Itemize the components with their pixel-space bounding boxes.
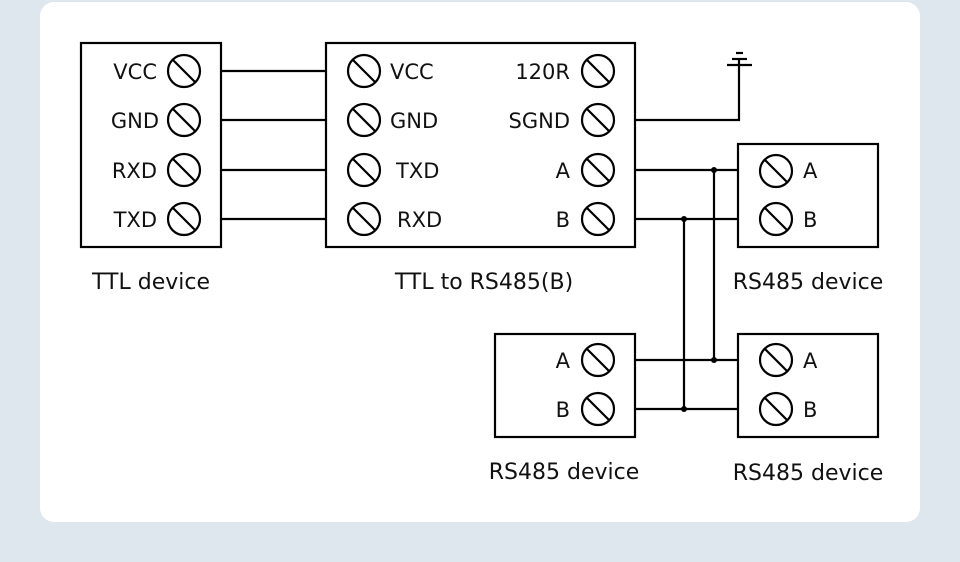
rs485-terminal-label: B (803, 398, 817, 422)
rs485-device-box (736, 332, 880, 439)
junction-dot (681, 406, 687, 412)
converter-caption: TTL to RS485(B) (394, 270, 573, 295)
converter-left-label: VCC (390, 60, 434, 84)
rs485-terminal-label: B (803, 208, 817, 232)
screw-terminal-icon (758, 153, 794, 189)
screw-terminal-icon (580, 53, 616, 89)
screw-terminal-icon (580, 102, 616, 138)
converter-left-label: TXD (395, 159, 439, 183)
wire-sgnd-ground (635, 60, 741, 122)
converter-left-label: RXD (397, 208, 442, 232)
wires (221, 60, 741, 411)
screw-terminal-icon (346, 102, 382, 138)
ttl-terminal-label: TXD (113, 208, 157, 232)
rs485-device-bottom-middle: A B RS485 device (489, 332, 640, 485)
screw-terminal-icon (580, 391, 616, 427)
converter-device: VCC GND TXD RXD 120R SGND A B TTL to RS4… (324, 41, 637, 295)
rs485-terminal-label: A (803, 159, 818, 183)
junction-dot (711, 167, 717, 173)
screw-terminal-icon (580, 342, 616, 378)
converter-right-label: B (556, 208, 570, 232)
rs485-device-box (736, 142, 880, 249)
ttl-terminal-label: RXD (112, 159, 157, 183)
ttl-device-caption: TTL device (91, 270, 210, 295)
rs485-device-bottom-right: A B RS485 device (733, 332, 884, 486)
screw-terminal-icon (758, 201, 794, 237)
screw-terminal-icon (166, 152, 202, 188)
rs485-terminal-label: A (556, 349, 571, 373)
rs485-device-top-right: A B RS485 device (733, 142, 884, 295)
ttl-terminal-label: GND (111, 109, 159, 133)
junction-dot (711, 357, 717, 363)
screw-terminal-icon (166, 102, 202, 138)
converter-right-label: SGND (509, 109, 570, 133)
screw-terminal-icon (580, 152, 616, 188)
screw-terminal-icon (346, 152, 382, 188)
screw-terminal-icon (346, 53, 382, 89)
diagram-card (40, 2, 920, 522)
ttl-terminal-label: VCC (113, 60, 157, 84)
screw-terminal-icon (758, 342, 794, 378)
converter-right-label: 120R (515, 60, 570, 84)
converter-left-label: GND (390, 109, 438, 133)
rs485-terminal-label: B (556, 398, 570, 422)
ttl-device: VCC GND RXD TXD TTL device (79, 41, 223, 295)
screw-terminal-icon (758, 391, 794, 427)
rs485-device-box (493, 332, 637, 439)
screw-terminal-icon (166, 201, 202, 237)
junction-dot (681, 216, 687, 222)
converter-box (324, 41, 637, 249)
ttl-device-box (79, 41, 223, 249)
rs485-device-caption: RS485 device (733, 461, 884, 486)
rs485-device-caption: RS485 device (489, 460, 640, 485)
converter-right-label: A (556, 159, 571, 183)
ground-icon (727, 51, 752, 67)
screw-terminal-icon (166, 53, 202, 89)
rs485-terminal-label: A (803, 349, 818, 373)
rs485-device-caption: RS485 device (733, 270, 884, 295)
screw-terminal-icon (346, 201, 382, 237)
screw-terminal-icon (580, 201, 616, 237)
